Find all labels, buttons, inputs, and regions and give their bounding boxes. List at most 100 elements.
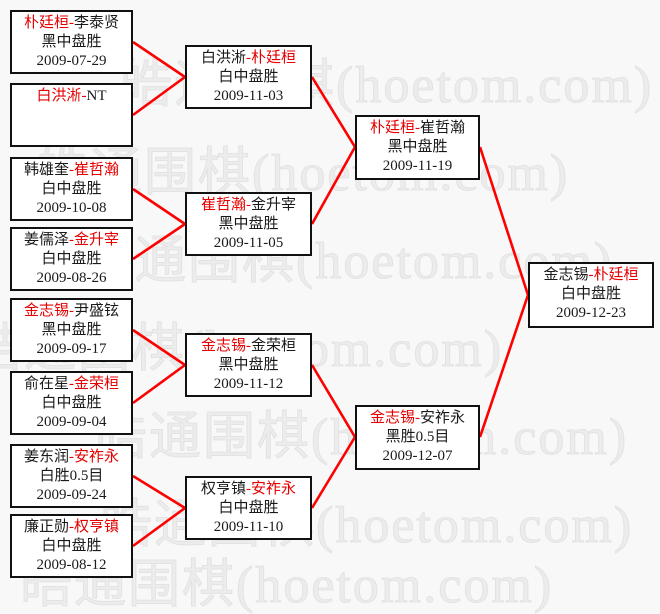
match-box-r2-3: 金志锡-金荣桓 黑中盘胜 2009-11-12 — [185, 333, 312, 397]
player2-name: 安祚永 — [74, 449, 120, 465]
match-date: 2009-10-08 — [36, 200, 107, 216]
name-separator: - — [69, 449, 74, 465]
match-result: 白中盘胜 — [218, 500, 279, 516]
bracket-connector-lines — [132, 40, 530, 548]
match-players: 权亨镇-安祚永 — [187, 480, 310, 499]
player2-name: 崔哲瀚 — [74, 162, 120, 178]
player2-name: NT — [86, 88, 107, 104]
match-players: 白洪淅-朴廷桓 — [187, 49, 310, 68]
match-date: 2009-11-05 — [213, 235, 284, 251]
player1-name: 俞在星 — [23, 376, 69, 392]
name-separator: - — [69, 376, 74, 392]
name-separator: - — [69, 232, 74, 248]
name-separator: - — [69, 519, 74, 535]
match-date: 2009-12-23 — [556, 305, 626, 321]
match-box-r2-2: 崔哲瀚-金升宰 黑中盘胜 2009-11-05 — [185, 192, 312, 256]
match-players: 金志锡-安祚永 — [357, 409, 478, 428]
match-result: 黑中盘胜 — [41, 34, 102, 50]
player2-name: 崔哲瀚 — [420, 120, 466, 136]
match-date: 2009-11-10 — [213, 519, 284, 535]
player1-name: 金志锡 — [23, 303, 69, 319]
match-result: 白中盘胜 — [560, 286, 621, 302]
match-players: 姜儒泽-金升宰 — [12, 231, 131, 250]
match-players: 金志锡-尹盛铉 — [12, 302, 131, 321]
player2-name: 金升宰 — [251, 197, 297, 213]
match-players: 韩雄奎-崔哲瀚 — [12, 161, 131, 180]
name-separator: - — [81, 88, 87, 104]
match-result: 白中盘胜 — [218, 69, 279, 85]
match-date: 2009-09-04 — [36, 414, 107, 430]
match-date: 2009-09-24 — [36, 487, 107, 503]
connector-line — [310, 436, 357, 509]
player2-name: 权亨镇 — [74, 519, 120, 535]
connector-line — [478, 294, 530, 438]
tournament-bracket: 皓通围棋(hoetom.com) 皓通围棋(hoetom.com) 皓通围棋(h… — [0, 10, 654, 612]
match-date: 2009-11-19 — [382, 158, 453, 174]
connector-line — [310, 146, 357, 225]
name-separator: - — [246, 197, 251, 213]
match-players: 朴廷桓-李泰贤 — [12, 14, 131, 33]
player1-name: 姜东润 — [23, 449, 69, 465]
match-box-r2-1: 白洪淅-朴廷桓 白中盘胜 2009-11-03 — [185, 45, 312, 109]
match-box-r2-4: 权亨镇-安祚永 白中盘胜 2009-11-10 — [185, 476, 312, 540]
match-box-r1-6: 俞在星-金荣桓 白中盘胜 2009-09-04 — [10, 371, 133, 435]
match-date: 2009-11-03 — [213, 88, 284, 104]
player1-name: 朴廷桓 — [23, 15, 69, 31]
match-result: 黑中盘胜 — [41, 322, 102, 338]
player1-name: 金志锡 — [543, 267, 589, 283]
match-box-sf-2: 金志锡-安祚永 黑胜0.5目 2009-12-07 — [355, 405, 480, 470]
player2-name: 李泰贤 — [74, 15, 120, 31]
match-result: 白中盘胜 — [41, 538, 102, 554]
player1-name: 白洪淅 — [36, 88, 82, 104]
name-separator: - — [69, 15, 74, 31]
match-result: 白中盘胜 — [41, 395, 102, 411]
connector-line — [132, 506, 186, 548]
match-players: 朴廷桓-崔哲瀚 — [357, 119, 478, 138]
player2-name: 金升宰 — [74, 232, 120, 248]
player2-name: 金荣桓 — [74, 376, 120, 392]
connector-line — [132, 40, 186, 79]
match-box-r1-3: 韩雄奎-崔哲瀚 白中盘胜 2009-10-08 — [10, 157, 133, 221]
match-result: 黑中盘胜 — [218, 357, 279, 373]
match-result: 白胜0.5目 — [39, 468, 104, 484]
match-box-sf-1: 朴廷桓-崔哲瀚 黑中盘胜 2009-11-19 — [355, 115, 480, 180]
match-players: 崔哲瀚-金升宰 — [187, 196, 310, 215]
match-players: 姜东润-安祚永 — [12, 448, 131, 467]
connector-line — [132, 187, 186, 226]
name-separator: - — [246, 338, 251, 354]
match-date: 2009-12-07 — [382, 448, 453, 464]
player1-name: 崔哲瀚 — [200, 197, 246, 213]
player2-name: 朴廷桓 — [593, 267, 639, 283]
connector-line — [132, 222, 186, 261]
match-result: 白中盘胜 — [41, 181, 102, 197]
name-separator: - — [69, 162, 74, 178]
match-box-r1-4: 姜儒泽-金升宰 白中盘胜 2009-08-26 — [10, 227, 133, 291]
match-date: 2009-09-17 — [36, 341, 107, 357]
player2-name: 安祚永 — [420, 410, 466, 426]
match-result: 白中盘胜 — [41, 251, 102, 267]
player1-name: 金志锡 — [369, 410, 415, 426]
player1-name: 金志锡 — [200, 338, 246, 354]
player1-name: 权亨镇 — [200, 481, 246, 497]
match-box-r1-7: 姜东润-安祚永 白胜0.5目 2009-09-24 — [10, 444, 133, 508]
match-players: 金志锡-朴廷桓 — [530, 266, 652, 285]
match-box-r1-8: 廉正勋-权亨镇 白中盘胜 2009-08-12 — [10, 514, 133, 578]
connector-line — [478, 146, 530, 296]
connector-line — [132, 363, 186, 405]
name-separator: - — [246, 481, 251, 497]
match-players: 金志锡-金荣桓 — [187, 337, 310, 356]
match-box-r1-1: 朴廷桓-李泰贤 黑中盘胜 2009-07-29 — [10, 10, 133, 74]
player2-name: 安祚永 — [251, 481, 297, 497]
name-separator: - — [246, 50, 251, 66]
match-players: 白洪淅-NT — [12, 87, 131, 106]
connector-line — [310, 76, 357, 148]
name-separator: - — [415, 120, 420, 136]
name-separator: - — [588, 267, 594, 283]
name-separator: - — [415, 410, 420, 426]
player1-name: 白洪淅 — [200, 50, 246, 66]
match-players: 廉正勋-权亨镇 — [12, 518, 131, 537]
name-separator: - — [69, 303, 74, 319]
player1-name: 姜儒泽 — [23, 232, 69, 248]
match-date: 2009-08-12 — [36, 557, 107, 573]
match-players: 俞在星-金荣桓 — [12, 375, 131, 394]
